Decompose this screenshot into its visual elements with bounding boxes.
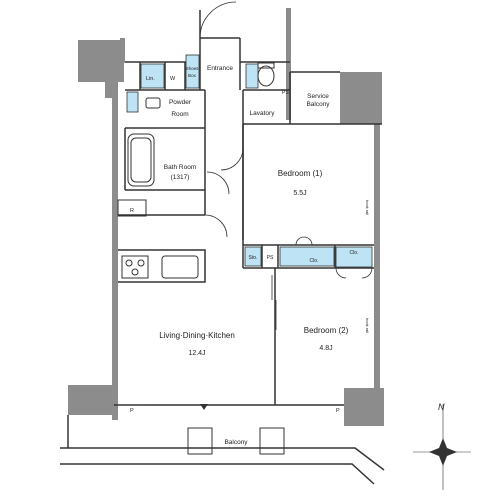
- toilet: [257, 65, 275, 87]
- service-balcony-walls: [289, 71, 382, 125]
- clo-label-1: Clo.: [310, 258, 319, 264]
- clo-label-2: Clo.: [350, 250, 359, 256]
- closet-door-a: [295, 236, 313, 246]
- bath-walls: [124, 128, 206, 191]
- powder-room-label-2: Room: [171, 111, 188, 118]
- compass-north-label: N: [438, 402, 445, 412]
- ps-lavatory-label: PS: [282, 90, 289, 96]
- compass-star: [429, 438, 457, 466]
- balcony-rail: [60, 447, 385, 485]
- column-top-right: [340, 72, 382, 124]
- lavatory-storage: [245, 63, 259, 89]
- sliding-door-ldk: [271, 275, 277, 330]
- bedroom2-label: Bedroom (2): [304, 326, 349, 335]
- entrance-label: Entrance: [207, 65, 233, 72]
- clo-closet-1: [279, 246, 335, 267]
- bedroom1-label: Bedroom (1): [278, 169, 323, 178]
- wall-top-right-vertical: [286, 8, 291, 120]
- bath-door: [206, 171, 230, 195]
- service-balcony-label-2: Balcony: [306, 101, 330, 108]
- shoes-box-label-2: Box: [188, 73, 197, 78]
- powder-room-label-1: Powder: [169, 99, 192, 106]
- bedroom2-size: 4.8J: [319, 345, 332, 352]
- sto-label: Sto.: [249, 255, 258, 261]
- kitchen-sink: [161, 255, 199, 279]
- ac-unit-right: [259, 427, 285, 455]
- entrance-door: [199, 1, 237, 39]
- entrance-walls: [199, 10, 241, 90]
- storage-areas: [126, 54, 373, 268]
- lin-w-partitions: [139, 62, 186, 90]
- clo-closet-2: [335, 246, 373, 268]
- closet-row-walls: [242, 245, 336, 269]
- kitchen-counter: [118, 249, 206, 283]
- bath-room-label-2: (1317): [171, 174, 190, 181]
- burner-1: [125, 259, 133, 267]
- lavatory-walls: [243, 89, 290, 125]
- powder-room-storage: [126, 91, 139, 113]
- bedroom1-door: [220, 147, 244, 171]
- p-right-label: P: [336, 408, 340, 414]
- column-top-left: [78, 40, 124, 82]
- bathtub: [127, 133, 155, 187]
- outer-wall-left: [112, 80, 118, 420]
- bedroom2-walls: [274, 267, 374, 405]
- column-bottom-left: [68, 385, 114, 415]
- p-left-label: P: [130, 408, 134, 414]
- wall-shaft-left: [120, 38, 125, 63]
- kitchen-stove: [121, 255, 149, 279]
- small-labels: Lin. W Shoes Box R PS Sto. PS Clo. Clo. …: [130, 66, 445, 414]
- lin-label: Lin.: [146, 76, 155, 82]
- sto-closet: [244, 246, 262, 267]
- ldk-size: 12.4J: [188, 350, 205, 357]
- washbasin: [145, 97, 161, 109]
- partition-walls: [60, 10, 385, 485]
- bedroom1-walls: [242, 124, 374, 246]
- compass: [413, 404, 471, 490]
- burner-3: [131, 268, 139, 276]
- shoes-box: [185, 54, 200, 89]
- r-label: R: [130, 208, 134, 214]
- ldk-label: Living·Dining·Kitchen: [159, 331, 235, 340]
- lin-closet: [140, 63, 165, 89]
- hook-rail-label-2: hook rail: [365, 318, 370, 333]
- fridge-space: [117, 199, 147, 217]
- bedroom1-size: 5.5J: [293, 190, 306, 197]
- column-bottom-right: [344, 388, 384, 426]
- bathtub-inner: [130, 137, 152, 183]
- corridor-walls: [204, 90, 244, 240]
- structural-walls: [68, 8, 384, 426]
- balcony-label: Balcony: [224, 439, 248, 446]
- bath-room-label-1: Bath Room: [164, 164, 197, 171]
- ldk-door: [204, 214, 228, 238]
- ac-unit-left: [187, 427, 213, 455]
- service-balcony-label-1: Service: [307, 93, 329, 100]
- outer-wall-right: [374, 120, 380, 390]
- burner-2: [137, 259, 145, 267]
- ps-bedroom-label: PS: [267, 255, 274, 261]
- hook-rail-label-1: hook rail: [365, 200, 370, 215]
- ldk-direction-marker: [200, 404, 208, 410]
- closet-door-b: [335, 267, 373, 279]
- shoes-box-label-1: Shoes: [186, 66, 200, 71]
- w-label: W: [170, 76, 176, 82]
- lavatory-label: Lavatory: [250, 110, 276, 117]
- room-labels: Entrance Powder Room Bath Room (1317) La…: [159, 65, 348, 446]
- doors: [150, 1, 373, 406]
- fixtures: [117, 62, 285, 455]
- toilet-tank: [257, 62, 275, 69]
